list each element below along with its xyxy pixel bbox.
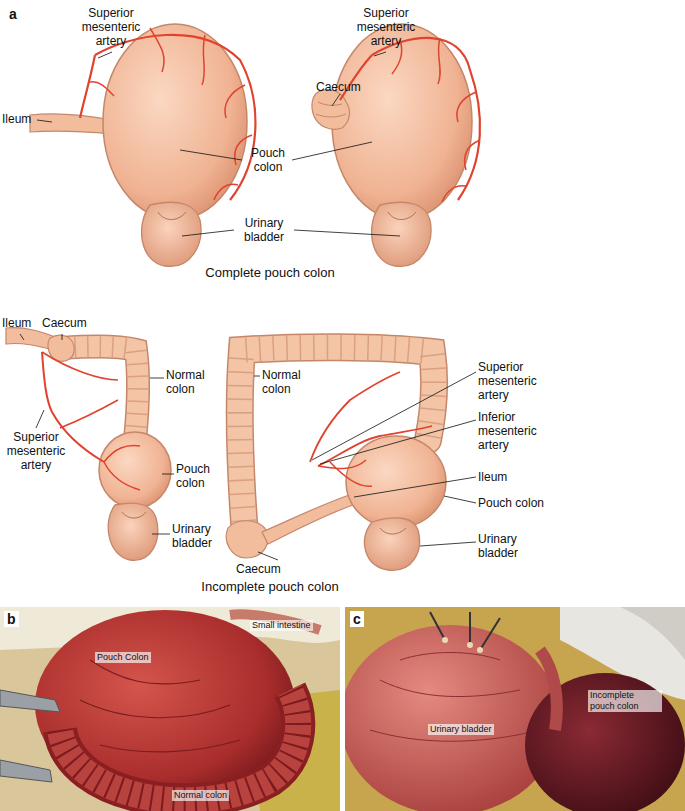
part-label: Normal colon [166,368,214,396]
panel-caption: Complete pouch colon [170,266,370,280]
part-label: Caecum [316,80,361,94]
panel-letter: c [350,611,364,627]
part-label: Ileum [2,316,31,330]
panel-letter: a [6,6,20,22]
panel-letter: b [4,611,19,627]
panel-caption: Incomplete pouch colon [170,580,370,594]
part-label: Caecum [42,316,87,330]
part-label: Superior mesenteric artery [4,430,68,472]
part-label: Superior mesenteric artery [355,6,417,48]
part-label: Inferior mesenteric artery [478,410,550,452]
photo-label: Pouch Colon [95,652,151,663]
part-label: Urinary bladder [234,216,294,244]
part-label: Pouch colon [244,146,292,174]
part-label: Superior mesenteric artery [478,360,550,402]
part-label: Pouch colon [478,496,544,510]
part-label: Urinary bladder [172,522,228,550]
photo-label: Urinary bladder [428,724,494,735]
part-label: Normal colon [262,368,310,396]
part-label: Ileum [2,112,31,126]
photo-label: Incomplete pouch colon [588,690,662,712]
photo-label: Normal colon [172,790,229,801]
part-label: Caecum [236,562,281,576]
photo-label: Small intestine [250,620,313,631]
part-label: Pouch colon [176,462,222,490]
part-label: Urinary bladder [478,532,538,560]
part-label: Superior mesenteric artery [80,6,142,48]
part-label: Ileum [478,470,507,484]
